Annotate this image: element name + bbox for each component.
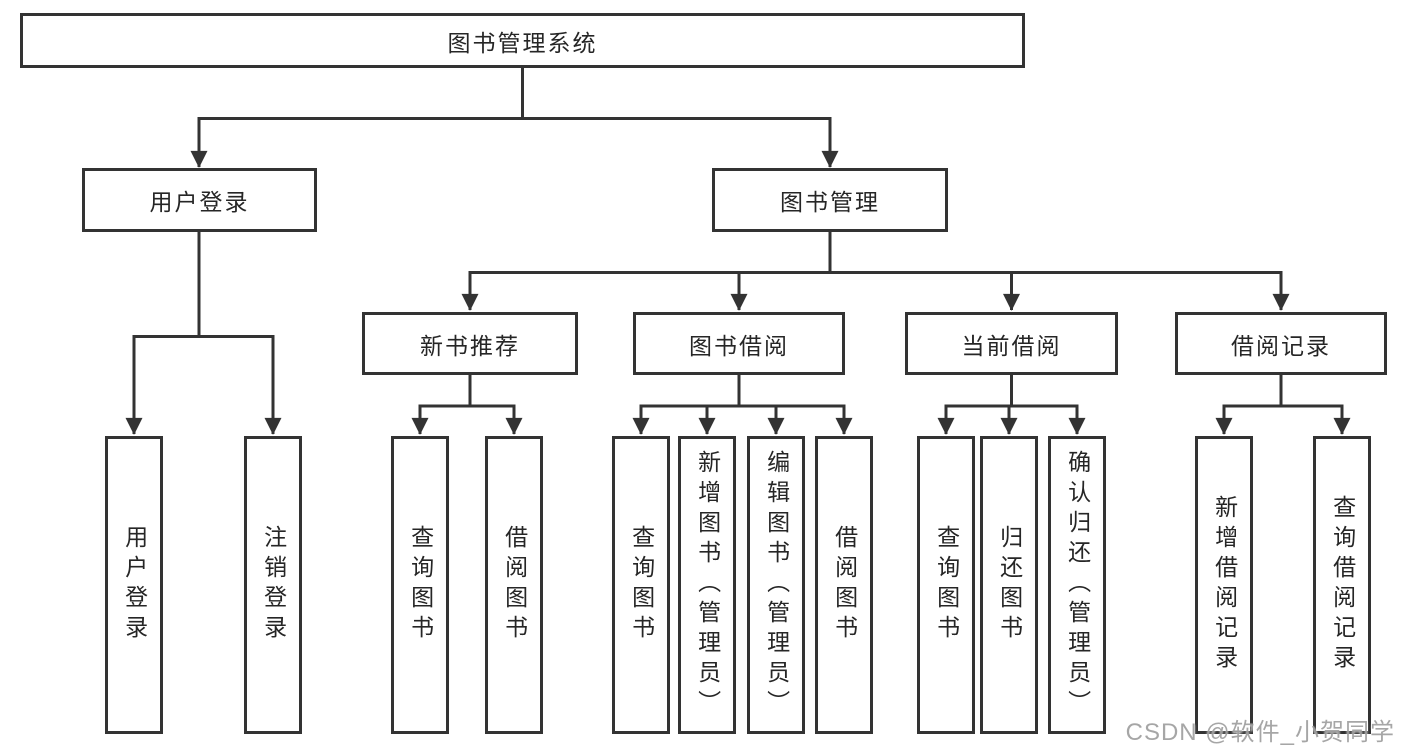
node-label: 图书管理系统 bbox=[447, 29, 598, 56]
leaf-bb-borrow-books: 借阅图书 bbox=[815, 436, 873, 734]
leaf-nb-borrow-books: 借阅图书 bbox=[485, 436, 543, 734]
wire-current-borrow-to-leaves bbox=[937, 375, 1086, 435]
leaf-cb-confirm-return-admin: 确认归还（管理员） bbox=[1048, 436, 1106, 734]
leaf-nb-query-books: 查询图书 bbox=[391, 436, 449, 734]
leaf-label: 注销登录 bbox=[260, 525, 287, 645]
node-label: 当前借阅 bbox=[961, 332, 1062, 359]
leaf-label: 归还图书 bbox=[996, 525, 1023, 645]
node-label: 图书管理 bbox=[780, 189, 880, 215]
leaf-cb-return-books: 归还图书 bbox=[980, 436, 1038, 734]
leaf-bb-query-books: 查询图书 bbox=[612, 436, 670, 734]
leaf-user-login: 用户登录 bbox=[105, 436, 163, 734]
leaf-label: 查询图书 bbox=[628, 525, 655, 645]
leaf-logout-login: 注销登录 bbox=[244, 436, 302, 734]
leaf-cb-query-books: 查询图书 bbox=[917, 436, 975, 734]
leaf-label: 新增借阅记录 bbox=[1211, 495, 1238, 675]
leaf-label: 查询图书 bbox=[407, 525, 434, 645]
leaf-bb-edit-books-admin: 编辑图书（管理员） bbox=[747, 436, 805, 734]
leaf-br-query-record: 查询借阅记录 bbox=[1313, 436, 1371, 734]
leaf-label: 用户登录 bbox=[121, 525, 148, 645]
wire-user-login-to-leaves bbox=[125, 232, 282, 435]
leaf-label: 查询借阅记录 bbox=[1329, 495, 1356, 675]
node-label: 借阅记录 bbox=[1231, 332, 1331, 359]
leaf-label: 编辑图书（管理员） bbox=[763, 450, 790, 720]
node-label: 新书推荐 bbox=[420, 332, 520, 359]
node-user-login-branch: 用户登录 bbox=[82, 168, 317, 232]
leaf-label: 借阅图书 bbox=[501, 525, 528, 645]
node-new-book-recommend: 新书推荐 bbox=[362, 312, 578, 375]
node-borrow-records: 借阅记录 bbox=[1175, 312, 1387, 375]
leaf-br-add-record: 新增借阅记录 bbox=[1195, 436, 1253, 734]
leaf-label: 查询图书 bbox=[933, 525, 960, 645]
leaf-label: 新增图书（管理员） bbox=[694, 450, 721, 720]
leaf-label: 借阅图书 bbox=[831, 525, 858, 645]
wire-root-to-level2 bbox=[190, 67, 839, 168]
node-book-borrow: 图书借阅 bbox=[633, 312, 845, 375]
node-library-management-system: 图书管理系统 bbox=[20, 13, 1025, 68]
node-book-management-branch: 图书管理 bbox=[712, 168, 948, 232]
node-label: 用户登录 bbox=[149, 189, 250, 215]
leaf-bb-add-books-admin: 新增图书（管理员） bbox=[678, 436, 736, 734]
wire-book-borrow-to-leaves bbox=[632, 375, 853, 435]
wire-new-book-recommend-to-leaves bbox=[411, 375, 523, 435]
wire-borrow-records-to-leaves bbox=[1215, 375, 1351, 435]
node-label: 图书借阅 bbox=[689, 332, 789, 359]
csdn-watermark: CSDN @软件_小贺同学 bbox=[1125, 719, 1395, 746]
node-current-borrow: 当前借阅 bbox=[905, 312, 1118, 375]
wire-book-management-to-level3 bbox=[461, 232, 1290, 311]
leaf-label: 确认归还（管理员） bbox=[1064, 450, 1091, 720]
